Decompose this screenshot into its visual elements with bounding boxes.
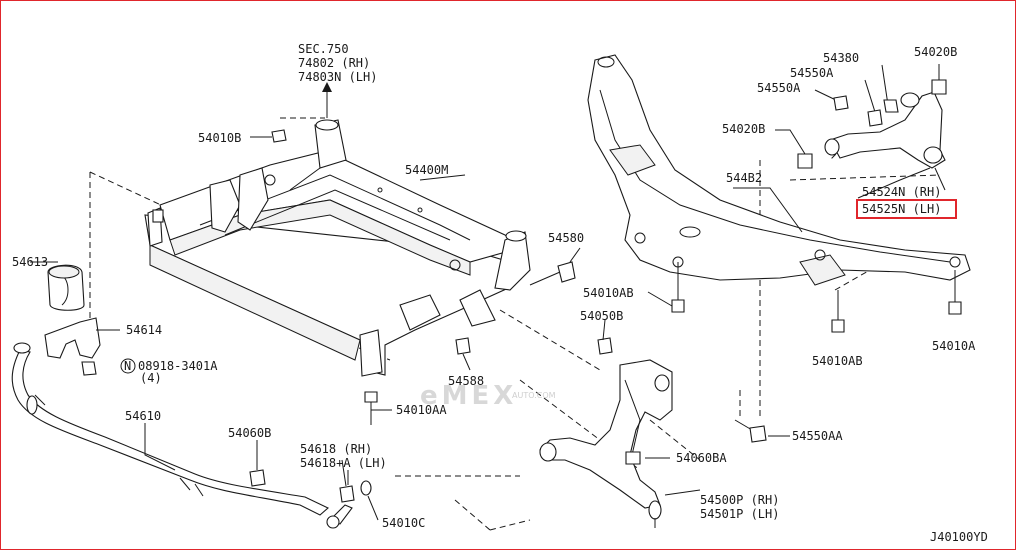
- label-54614: 54614: [126, 323, 162, 337]
- bolt-54380: [881, 64, 899, 113]
- diagram-id: J40100YD: [930, 530, 988, 544]
- nut-54020B-top: [931, 64, 947, 95]
- part-labels: SEC.750 74802 (RH) 74803N (LH) 54010B 54…: [12, 42, 988, 544]
- label-54010AB-right: 54010AB: [812, 354, 863, 368]
- label-544B2: 544B2: [726, 171, 762, 185]
- label-54525N: 54525N (LH): [862, 202, 941, 216]
- bolt-54010AB-left: [647, 262, 685, 313]
- label-54050B: 54050B: [580, 309, 623, 323]
- label-54588: 54588: [448, 374, 484, 388]
- leader-lines: [144, 167, 931, 496]
- sec750-arrow: [322, 82, 332, 118]
- nut-54020B-mid: [775, 129, 813, 169]
- label-54020B-top: 54020B: [914, 45, 957, 59]
- nut-54060BA: [625, 451, 641, 465]
- bolt-54010B-top: [250, 129, 287, 143]
- lower-link-54500P: [539, 359, 673, 528]
- label-54010A: 54010A: [932, 339, 976, 353]
- bolt-54550AA: [734, 419, 767, 443]
- clamp-54614: [44, 317, 120, 359]
- label-08918-3401A: 08918-3401A: [138, 359, 218, 373]
- highlight-box-54525N: [856, 199, 957, 219]
- assembly-guide-lines: [89, 117, 941, 531]
- stabilizer-bar-54610: [11, 342, 329, 516]
- label-54380: 54380: [823, 51, 859, 65]
- label-sec750: SEC.750: [298, 42, 349, 56]
- label-sec750-rh: 74802 (RH): [298, 56, 370, 70]
- upper-link-54525N: [824, 91, 946, 191]
- label-54400M: 54400M: [405, 163, 448, 177]
- bolt-54010AA: [364, 391, 392, 425]
- label-54060B: 54060B: [228, 426, 271, 440]
- front-subframe-54400M: [144, 119, 531, 377]
- label-54500P: 54500P (RH): [700, 493, 779, 507]
- label-54580: 54580: [548, 231, 584, 245]
- label-54501P: 54501P (LH): [700, 507, 779, 521]
- label-54010AA: 54010AA: [396, 403, 447, 417]
- label-54550A-lower: 54550A: [757, 81, 801, 95]
- washer-54010C: [360, 480, 379, 521]
- bolt-54550A-lower: [814, 89, 849, 111]
- label-54550AA: 54550AA: [792, 429, 843, 443]
- label-54010AB-left: 54010AB: [583, 286, 634, 300]
- label-54020B-mid: 54020B: [722, 122, 765, 136]
- label-54618-lh: 54618+A (LH): [300, 456, 387, 470]
- label-54010B: 54010B: [198, 131, 241, 145]
- nut-54060B: [249, 440, 266, 487]
- label-08918-qty: (4): [140, 371, 162, 385]
- label-54610: 54610: [125, 409, 161, 423]
- label-54613: 54613: [12, 255, 48, 269]
- watermark-brand: eMEX: [420, 381, 517, 411]
- watermark-domain: AUTO.COM: [512, 391, 556, 400]
- nut-54050B: [597, 337, 613, 355]
- rear-subframe-544B2: [587, 54, 971, 286]
- label-54550A-upper: 54550A: [790, 66, 834, 80]
- label-54618-rh: 54618 (RH): [300, 442, 372, 456]
- label-sec750-lh: 74803N (LH): [298, 70, 377, 84]
- bolt-54010AB-right: [831, 290, 845, 333]
- link-rod-54618: [326, 470, 355, 529]
- bolt-54550A-upper: [864, 79, 883, 127]
- label-54524N: 54524N (RH): [862, 185, 941, 199]
- label-08918-prefix: N: [124, 359, 131, 373]
- label-54010C: 54010C: [382, 516, 425, 530]
- bushing-54613: [30, 261, 85, 311]
- bolt-54010A: [948, 270, 962, 315]
- nut-54588: [455, 337, 471, 371]
- nut-08918-3401A: [81, 358, 136, 376]
- label-54060BA: 54060BA: [676, 451, 727, 465]
- bolt-54580: [529, 247, 581, 286]
- watermark: eMEX AUTO.COM: [420, 381, 556, 411]
